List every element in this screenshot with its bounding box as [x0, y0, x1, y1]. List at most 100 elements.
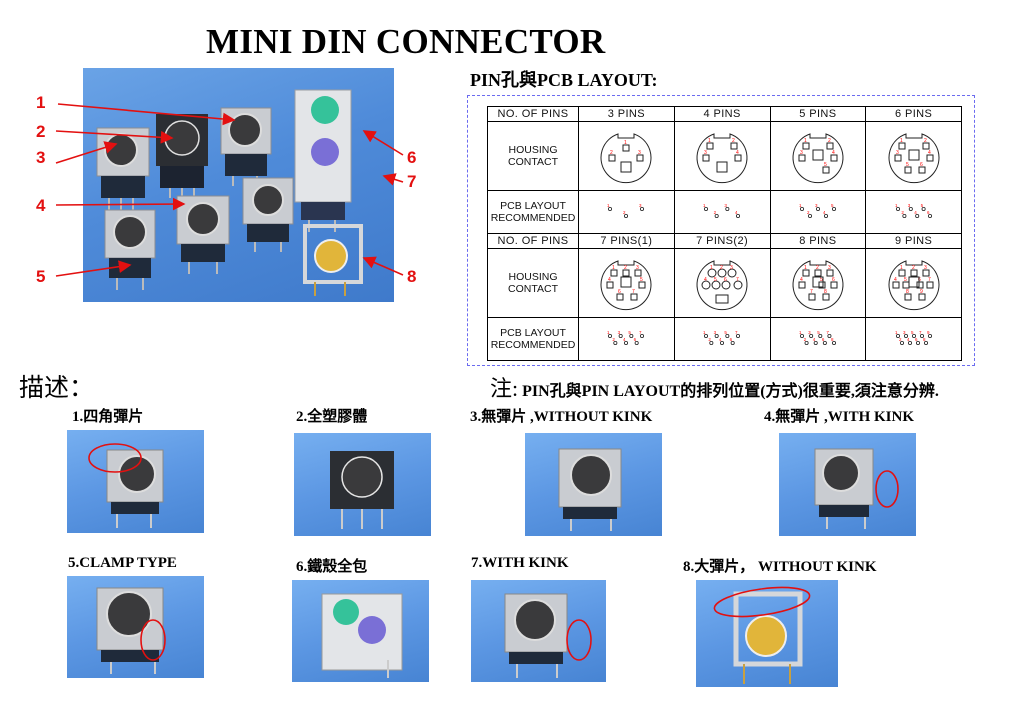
highlight-circle [88, 443, 142, 473]
svg-text:2: 2 [901, 210, 904, 215]
item-label-2: 2.全塑膠體 [296, 409, 368, 425]
callout-arrow-6 [362, 130, 404, 156]
svg-text:4: 4 [704, 277, 707, 283]
callout-2: 2 [36, 122, 46, 141]
svg-text:3: 3 [704, 150, 707, 156]
svg-text:5: 5 [817, 330, 820, 335]
svg-text:5: 5 [724, 330, 727, 335]
pin-count-header: 6 PINS [865, 106, 962, 122]
callout-6: 6 [407, 148, 417, 167]
svg-text:4: 4 [800, 277, 803, 283]
callout-arrow-3 [55, 141, 118, 164]
svg-text:8: 8 [923, 337, 926, 342]
item-photo-4 [779, 433, 916, 536]
svg-text:5: 5 [904, 277, 907, 283]
svg-text:6: 6 [920, 162, 923, 168]
svg-text:2: 2 [714, 210, 717, 215]
svg-text:5: 5 [831, 203, 834, 208]
connector-7 [242, 177, 294, 252]
svg-text:1: 1 [804, 138, 807, 144]
connector-image-6 [321, 593, 403, 678]
svg-text:1: 1 [607, 203, 610, 208]
svg-text:6: 6 [634, 337, 637, 342]
svg-text:5: 5 [911, 330, 914, 335]
svg-text:3: 3 [636, 265, 639, 271]
svg-text:5: 5 [629, 330, 632, 335]
svg-text:8: 8 [906, 289, 909, 295]
pin-count-header: 7 PINS(1) [578, 232, 675, 249]
callout-arrow-5 [55, 260, 132, 277]
svg-text:2: 2 [613, 337, 616, 342]
svg-text:4: 4 [735, 210, 738, 215]
svg-text:1: 1 [799, 330, 802, 335]
svg-text:2: 2 [623, 210, 626, 215]
svg-text:4: 4 [894, 277, 897, 283]
svg-text:3: 3 [828, 265, 831, 271]
svg-text:3: 3 [907, 203, 910, 208]
connector-image-3 [558, 448, 622, 531]
svg-text:1: 1 [708, 138, 711, 144]
svg-text:3: 3 [639, 203, 642, 208]
svg-text:3: 3 [714, 330, 717, 335]
connector-image-8 [713, 586, 811, 684]
svg-text:7: 7 [632, 289, 635, 295]
svg-text:2: 2 [899, 337, 902, 342]
svg-text:1: 1 [895, 203, 898, 208]
svg-text:2: 2 [807, 210, 810, 215]
svg-text:1: 1 [895, 330, 898, 335]
svg-text:8: 8 [824, 289, 827, 295]
svg-text:5: 5 [920, 203, 923, 208]
svg-text:3: 3 [800, 150, 803, 156]
svg-text:4: 4 [719, 337, 722, 342]
svg-text:2: 2 [828, 138, 831, 144]
item-label-6: 6.鐵殼全包 [296, 559, 368, 575]
callout-5: 5 [36, 267, 46, 286]
svg-text:8: 8 [831, 337, 834, 342]
note-text: PIN孔與PIN LAYOUT的排列位置(方式)很重要,須注意分辨. [522, 383, 939, 400]
svg-text:3: 3 [618, 330, 621, 335]
svg-text:1: 1 [607, 330, 610, 335]
svg-text:1: 1 [804, 265, 807, 271]
svg-text:3: 3 [808, 330, 811, 335]
svg-text:3: 3 [730, 265, 733, 271]
connector-8 [303, 224, 363, 296]
svg-text:2: 2 [610, 150, 613, 156]
item-photo-6 [292, 580, 429, 682]
svg-text:4: 4 [914, 210, 917, 215]
callout-arrow-1 [57, 103, 236, 126]
svg-text:6: 6 [730, 337, 733, 342]
item-photo-1 [67, 430, 204, 533]
svg-text:3: 3 [815, 203, 818, 208]
note-prefix: 注: [490, 376, 519, 401]
svg-text:6: 6 [832, 277, 835, 283]
callout-7: 7 [407, 172, 417, 191]
item-photo-2 [294, 433, 431, 536]
svg-text:2: 2 [624, 265, 627, 271]
svg-text:6: 6 [927, 210, 930, 215]
svg-text:7: 7 [810, 289, 813, 295]
connector-image-7 [504, 593, 592, 678]
svg-text:1: 1 [703, 203, 706, 208]
svg-text:7: 7 [639, 330, 642, 335]
svg-text:1: 1 [799, 203, 802, 208]
svg-text:5: 5 [906, 162, 909, 168]
callout-8: 8 [407, 267, 417, 286]
svg-text:3: 3 [724, 203, 727, 208]
pin-count-header: 8 PINS [769, 232, 867, 249]
